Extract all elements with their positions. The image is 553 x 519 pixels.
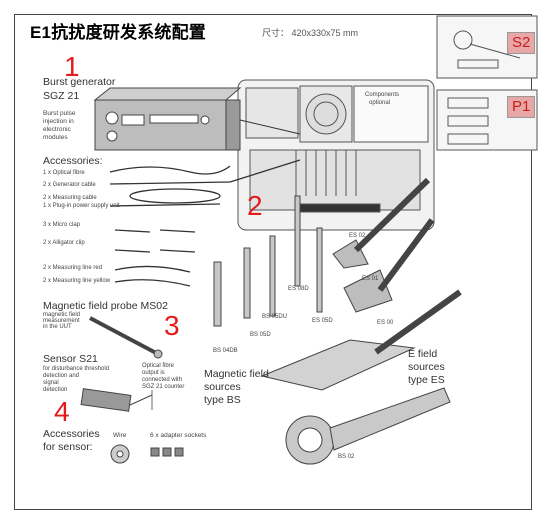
accessory-item: 2 x Measuring cable — [43, 195, 97, 201]
sensor-desc-3: signal — [43, 380, 59, 386]
bs02-label: BS 02 — [338, 454, 355, 460]
optical-desc-3: connected with — [142, 377, 183, 383]
marker-3: 3 — [164, 310, 180, 341]
sensor-desc-2: detection and — [43, 373, 80, 379]
components-line-2: optional — [369, 100, 391, 106]
bs05du-label: BS 05DU — [262, 314, 288, 320]
adapter-label: 6 x adapter sockets — [150, 432, 207, 439]
bs04db-label: BS 04DB — [213, 348, 238, 354]
bs05d-label: BS 05D — [250, 332, 271, 338]
accessory-item: 2 x Alligator clip — [43, 240, 85, 246]
wire-label: Wire — [113, 432, 127, 439]
m-field-3: type BS — [204, 394, 241, 406]
sensor-desc-4: detection — [43, 387, 68, 393]
es05d-label: ES 05D — [312, 318, 333, 324]
m-field-1: Magnetic field — [204, 368, 269, 380]
sensor-acc-heading-1: Accessories — [43, 428, 100, 440]
probe-desc-1: magnetic field — [43, 312, 81, 318]
sensor-desc-1: for disturbance threshold — [43, 366, 110, 372]
e-field-3: type ES — [408, 374, 445, 386]
es00-label: ES 00 — [377, 320, 394, 326]
m-field-2: sources — [204, 381, 241, 393]
accessory-item: 2 x Generator cable — [43, 182, 96, 188]
magnetic-field-sources — [213, 195, 323, 327]
burst-desc-1: Burst pulse — [43, 110, 76, 117]
bs02-loop — [285, 387, 451, 465]
es02-label: ES 02 — [349, 233, 366, 239]
p1-tag: P1 — [507, 96, 536, 118]
es01-label: ES 01 — [362, 276, 379, 282]
probe-ms02 — [89, 316, 163, 359]
optical-desc-4: SGZ 21 counter — [142, 384, 185, 390]
carrying-case — [237, 79, 435, 231]
burst-desc-2: injection in — [43, 118, 74, 125]
e-field-2: sources — [408, 361, 445, 373]
components-line-1: Components — [365, 92, 400, 98]
accessory-item: 3 x Micro clap — [43, 222, 81, 228]
s2-tag: S2 — [507, 32, 536, 54]
accessory-cables — [109, 159, 301, 287]
probe-desc-2: measurement — [43, 318, 80, 324]
burst-heading-2: SGZ 21 — [43, 90, 80, 102]
optical-desc-1: Optical fibre — [142, 363, 175, 369]
sensor-heading: Sensor S21 — [43, 353, 98, 365]
burst-generator-device — [93, 87, 301, 151]
probe-desc-3: in the UUT — [43, 324, 72, 330]
probe-heading: Magnetic field probe MS02 — [43, 300, 168, 312]
burst-desc-4: modules — [43, 134, 68, 141]
e-field-sources — [260, 177, 462, 391]
accessory-item: 1 x Plug-in power supply unit — [43, 203, 120, 209]
burst-heading-1: Burst generator — [43, 76, 116, 88]
marker-4: 4 — [54, 396, 70, 427]
burst-desc-3: electronic — [43, 126, 71, 133]
accessory-item: 1 x Optical fibre — [43, 170, 85, 176]
accessory-item: 2 x Measuring line red — [43, 265, 103, 271]
page-title: E1抗扰度研发系统配置 — [30, 23, 206, 42]
sensor-acc-heading-2: for sensor: — [43, 441, 93, 453]
size-label: 尺寸： 420x330x75 mm — [262, 28, 359, 38]
accessories-heading: Accessories: — [43, 155, 103, 167]
marker-2: 2 — [247, 190, 263, 221]
marker-1: 1 — [64, 51, 80, 82]
sensor-accessories — [110, 444, 184, 464]
sensor-s21 — [80, 388, 153, 412]
es08d-label: ES 08D — [288, 286, 309, 292]
e-field-1: E field — [408, 348, 438, 360]
optical-desc-2: output is — [142, 370, 165, 376]
accessory-item: 2 x Measuring line yellow — [43, 278, 111, 284]
